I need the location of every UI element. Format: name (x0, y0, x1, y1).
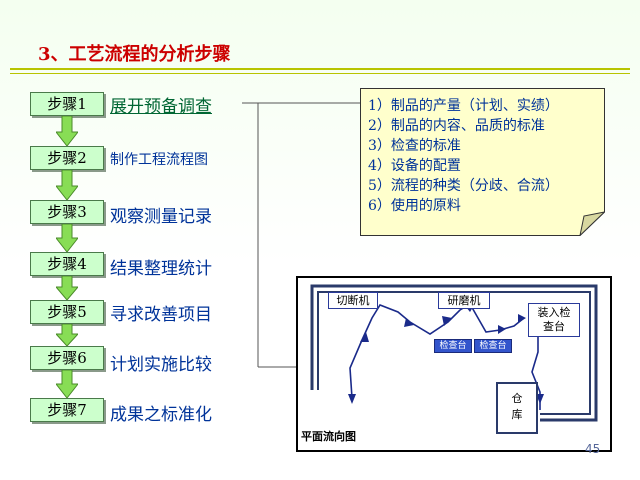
page-number: 45 (585, 442, 601, 456)
flow-arrow-icon (404, 318, 414, 327)
cutting-machine-label: 切断机 (328, 292, 378, 309)
flow-arrow-icon (536, 394, 544, 404)
flow-arrow-icon (498, 325, 506, 334)
title-rule-top (10, 68, 630, 70)
step-3-desc: 观察测量记录 (110, 207, 212, 227)
step-2-desc: 制作工程流程图 (110, 152, 208, 168)
warehouse-label-line1: 仓 (511, 392, 523, 405)
flow-path (349, 302, 525, 399)
title-rule-bottom (10, 73, 630, 74)
plan-wall-outer (310, 284, 598, 422)
step-6-desc: 计划实施比较 (110, 355, 212, 375)
inspection-table-2: 检查台 (474, 339, 512, 353)
step-7-box: 步骤7 (30, 398, 104, 422)
step-7-desc: 成果之标准化 (110, 405, 212, 425)
step-5-desc: 寻求改善项目 (110, 305, 212, 325)
flow-arrow-icon (360, 332, 369, 342)
slide-title: 3、工艺流程的分析步骤 (38, 44, 231, 65)
step-1-box: 步骤1 (30, 92, 104, 116)
assembly-label-line2: 查台 (543, 320, 565, 333)
down-arrow-icon (56, 324, 78, 346)
floor-plan-label: 平面流向图 (301, 430, 356, 443)
down-arrow-icon (56, 276, 78, 300)
step-1-desc: 展开预备调查 (110, 97, 212, 117)
survey-item: 1）制品的产量（计划、实绩） (368, 98, 559, 114)
step-5-box: 步骤5 (30, 300, 104, 324)
assembly-inspection-table: 装入检 查台 (528, 303, 580, 337)
flow-arrow-icon (442, 316, 452, 326)
flow-arrow-icon (518, 314, 526, 323)
step-6-box: 步骤6 (30, 346, 104, 370)
warehouse-label-line2: 库 (511, 408, 523, 421)
survey-item: 2）制品的内容、品质的标准 (368, 118, 545, 134)
assembly-label-line1: 装入检 (537, 306, 571, 319)
survey-item: 4）设备的配置 (368, 158, 461, 174)
survey-items-list: 1）制品的产量（计划、实绩） 2）制品的内容、品质的标准 3）检查的标准 4）设… (368, 96, 559, 216)
inspection-table-1: 检查台 (434, 339, 472, 353)
survey-item: 6）使用的原料 (368, 198, 461, 214)
plan-wall-inner (317, 291, 591, 415)
step-3-box: 步骤3 (30, 200, 104, 224)
survey-item: 5）流程的种类（分歧、合流） (368, 178, 559, 194)
step-4-desc: 结果整理统计 (110, 259, 212, 279)
grinding-machine-label: 研磨机 (438, 292, 490, 309)
down-arrow-icon (56, 116, 78, 146)
down-arrow-icon (56, 224, 78, 252)
warehouse-box: 仓 库 (496, 382, 538, 434)
down-arrow-icon (56, 170, 78, 200)
flow-arrow-icon (348, 394, 356, 404)
survey-item: 3）检查的标准 (368, 138, 461, 154)
survey-note (360, 88, 605, 236)
down-arrow-icon (56, 370, 78, 398)
